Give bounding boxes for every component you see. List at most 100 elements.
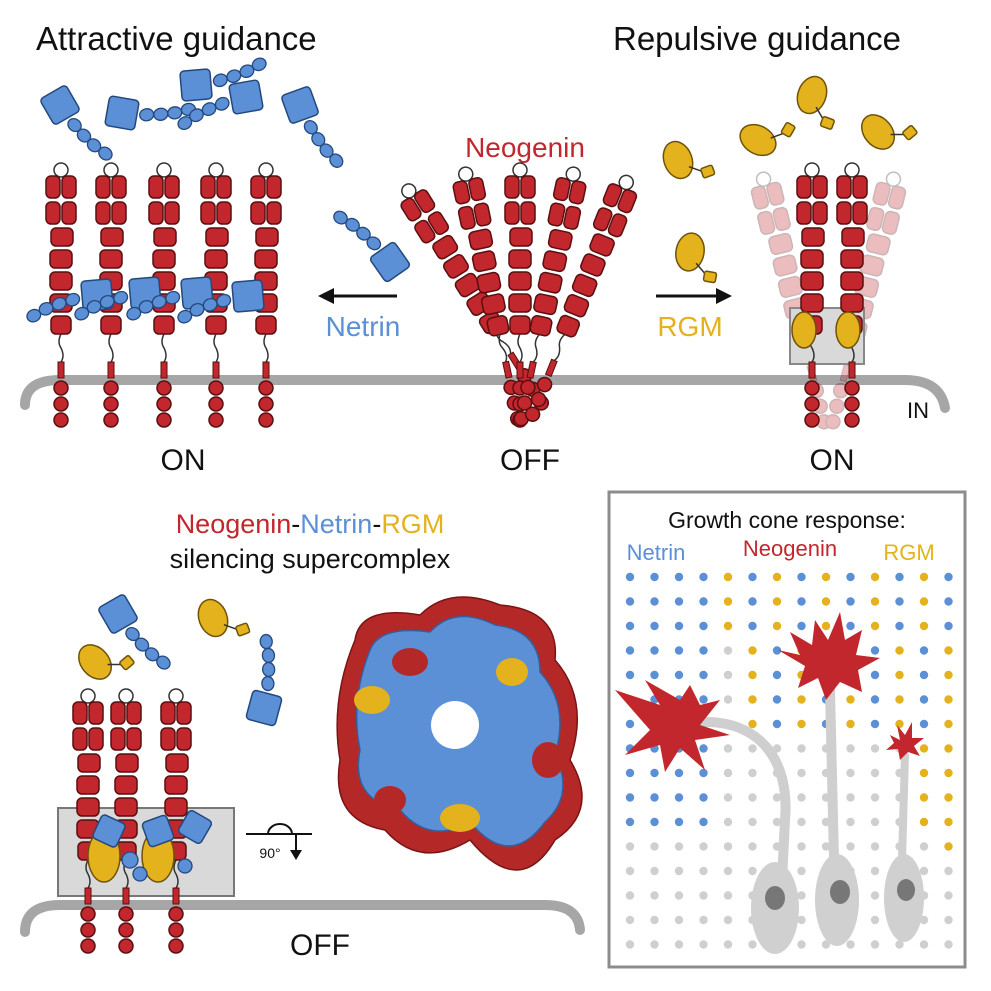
ligand-dot xyxy=(821,572,831,582)
ligand-dot xyxy=(699,572,708,582)
ligand-dot xyxy=(723,940,733,949)
ligand-dot xyxy=(699,695,708,704)
ligand-dot xyxy=(944,670,953,680)
ligand-dot xyxy=(797,572,806,582)
ligand-dot xyxy=(870,793,880,802)
ligand-dot xyxy=(944,719,953,729)
ligand-dot xyxy=(723,793,733,802)
ligand-dot xyxy=(944,915,953,925)
ligand-dot xyxy=(625,891,635,900)
ligand-dot xyxy=(723,842,733,851)
ligand-dot xyxy=(625,572,635,582)
ligand-dot xyxy=(748,695,757,704)
ligand-dot xyxy=(846,744,855,753)
ligand-dot xyxy=(846,940,855,949)
ligand-dot xyxy=(674,646,684,655)
ligand-dot xyxy=(723,915,733,925)
ligand-dot xyxy=(846,768,855,778)
ligand-dot xyxy=(625,842,635,851)
ligand-dot xyxy=(748,940,757,949)
ligand-dot xyxy=(674,621,684,631)
ligand-dot xyxy=(674,891,684,900)
repulsive-guidance-title: Repulsive guidance xyxy=(613,20,901,57)
ligand-dot xyxy=(846,572,855,582)
ligand-dot xyxy=(797,891,806,900)
ligand-dot xyxy=(919,866,929,876)
supercomplex-neogenin: Neogenin xyxy=(176,509,292,539)
ligand-dot xyxy=(919,768,929,778)
ligand-dot xyxy=(748,842,757,851)
ligand-dot xyxy=(699,744,708,753)
ligand-dot xyxy=(870,768,880,778)
ligand-dot xyxy=(797,866,806,876)
ligand-dot xyxy=(944,695,953,704)
ligand-dot xyxy=(870,842,880,851)
ligand-dot xyxy=(723,768,733,778)
ligand-dot xyxy=(699,915,708,925)
ligand-dot xyxy=(919,646,929,655)
ligand-dot xyxy=(699,866,708,876)
ligand-dot xyxy=(919,719,929,729)
ligand-dot xyxy=(674,572,684,582)
ligand-dot xyxy=(797,768,806,778)
ligand-dot xyxy=(846,597,855,606)
ligand-dot xyxy=(748,646,757,655)
ligand-dot xyxy=(674,597,684,606)
ligand-dot xyxy=(723,817,733,827)
growth-cone-middle xyxy=(778,612,880,700)
ligand-dot xyxy=(625,793,635,802)
ligand-dot xyxy=(846,817,855,827)
ligand-dot xyxy=(870,915,880,925)
ligand-dot xyxy=(625,817,635,827)
growth-cone-left xyxy=(615,680,730,772)
ligand-dot xyxy=(748,768,757,778)
ligand-dot xyxy=(748,572,757,582)
legend-rgm: RGM xyxy=(883,540,934,565)
ligand-dot xyxy=(772,646,782,655)
ligand-dot xyxy=(772,793,782,802)
faded-receptors xyxy=(746,168,911,433)
ligand-dot xyxy=(625,866,635,876)
supercomplex-title: Neogenin-Netrin-RGM xyxy=(176,509,445,539)
ligand-dot xyxy=(797,915,806,925)
ligand-dot xyxy=(919,915,929,925)
ligand-dot xyxy=(919,670,929,680)
ligand-dot xyxy=(650,866,659,876)
ligand-dot xyxy=(748,719,757,729)
ligand-dot xyxy=(748,817,757,827)
ligand-dot xyxy=(625,719,635,729)
neogenin-label: Neogenin xyxy=(465,132,585,163)
ligand-dot xyxy=(674,793,684,802)
ligand-dot xyxy=(699,768,708,778)
supercomplex-dash-1: - xyxy=(291,509,300,539)
supercomplex-rgm: RGM xyxy=(381,509,444,539)
ligand-dot xyxy=(625,915,635,925)
ligand-dot xyxy=(919,793,929,802)
legend-netrin: Netrin xyxy=(627,540,686,565)
ligand-dot xyxy=(699,842,708,851)
ligand-dot xyxy=(919,695,929,704)
supercomplex-subtitle: silencing supercomplex xyxy=(170,544,451,574)
ligand-dot xyxy=(944,817,953,827)
ligand-dot xyxy=(699,646,708,655)
ligand-dot xyxy=(650,597,659,606)
ligand-dot xyxy=(797,940,806,949)
ligand-dot xyxy=(748,670,757,680)
ligand-dot xyxy=(895,572,904,582)
ligand-dot xyxy=(797,695,806,704)
ligand-dot xyxy=(797,744,806,753)
ligand-dot xyxy=(870,940,880,949)
ligand-dot xyxy=(870,597,880,606)
ligand-dot xyxy=(650,646,659,655)
ligand-dot xyxy=(723,670,733,680)
ligand-dot xyxy=(944,768,953,778)
ligand-dot xyxy=(723,695,733,704)
ligand-dot xyxy=(674,842,684,851)
ligand-dot xyxy=(797,597,806,606)
ligand-dot xyxy=(699,597,708,606)
ligand-dot xyxy=(650,768,659,778)
ligand-dot xyxy=(674,768,684,778)
ligand-dot xyxy=(870,572,880,582)
ligand-dot xyxy=(944,597,953,606)
